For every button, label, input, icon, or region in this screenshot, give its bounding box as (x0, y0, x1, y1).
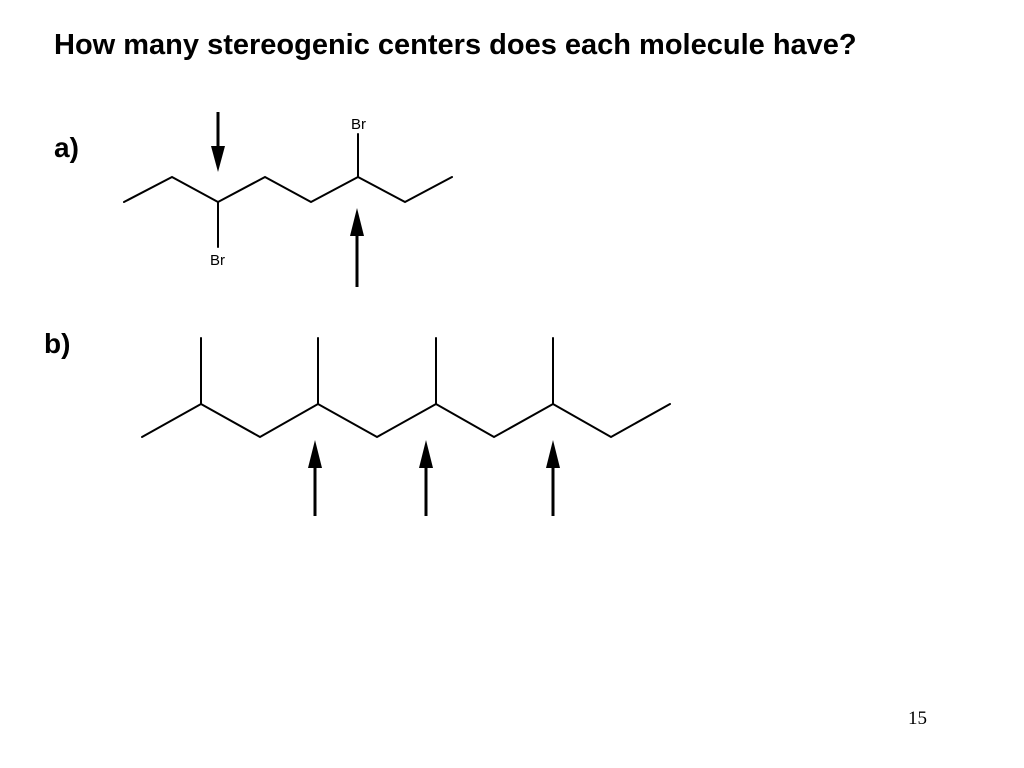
molecule-b-arrow-3 (546, 440, 560, 516)
molecule-b-arrow-1 (308, 440, 322, 516)
molecule-a-arrow-up (350, 208, 364, 287)
molecule-a-chain (123, 175, 453, 204)
molecule-a-label: a) (54, 132, 79, 163)
molecule-a-br-bottom-label: Br (210, 252, 225, 269)
molecule-b-chain (141, 402, 671, 439)
page-number: 15 (908, 708, 927, 729)
molecule-a-arrow-down (211, 112, 225, 172)
molecule-a-br-top-label: Br (351, 116, 366, 133)
slide-title: How many stereogenic centers does each m… (54, 29, 857, 61)
molecule-b-arrow-2 (419, 440, 433, 516)
molecule-b-label: b) (44, 328, 71, 359)
